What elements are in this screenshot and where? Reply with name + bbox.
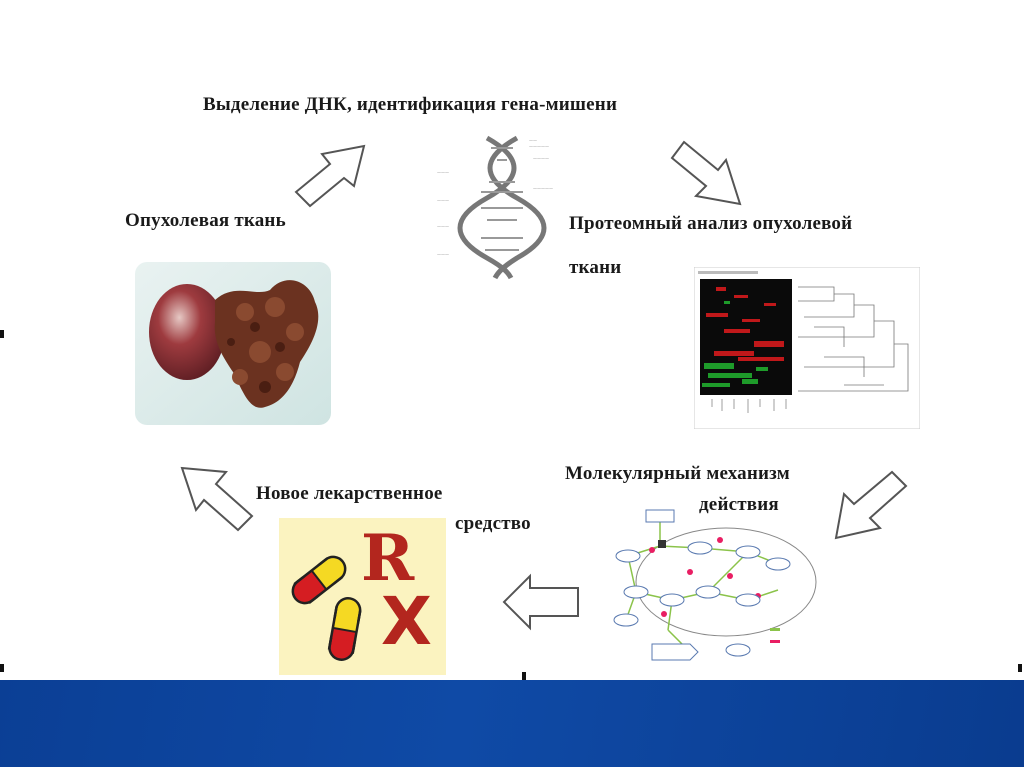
rx-drug-image: R X: [279, 518, 446, 675]
rx-letter-r: R: [361, 521, 415, 596]
footer-band: [0, 680, 1024, 767]
dna-isolation-label: Выделение ДНК, идентификация гена-мишени: [203, 94, 618, 115]
svg-text:———: ———: [437, 252, 449, 257]
capsule-2-icon: [327, 597, 362, 661]
svg-text:———: ———: [437, 198, 449, 203]
edge-mark: [0, 664, 4, 672]
edge-mark: [522, 672, 526, 680]
arrow-left-icon: [502, 573, 579, 631]
slide: Выделение ДНК, идентификация гена-мишени…: [0, 94, 1022, 680]
arrow-down-right-icon: [670, 140, 742, 206]
svg-text:———: ———: [437, 170, 449, 175]
tumor-tissue-label: Опухолевая ткань: [125, 210, 286, 231]
edge-mark: [1018, 664, 1022, 672]
molecular-mechanism-label-2: действия: [699, 494, 779, 515]
arrow-up-right-icon: [294, 144, 366, 208]
arrow-up-left-icon: [180, 466, 254, 532]
edge-mark: [0, 330, 4, 338]
new-drug-label-2: средство: [455, 513, 531, 534]
new-drug-label: Новое лекарственное: [256, 483, 443, 504]
proteomic-analysis-label-2: ткани: [569, 257, 622, 278]
tumor-tissue-photo: [135, 262, 331, 425]
svg-text:—————: —————: [529, 144, 549, 149]
proteomic-analysis-label: Протеомный анализ опухолевой: [569, 213, 853, 234]
capsule-1-icon: [291, 555, 347, 605]
dna-helix-image: ——————— ————————— —————— ——————: [437, 135, 553, 280]
arrow-down-left-icon: [834, 470, 908, 540]
rx-letter-x: X: [381, 583, 432, 660]
svg-text:——: ——: [529, 138, 537, 143]
proteomic-heatmap-image: [694, 267, 920, 429]
molecular-mechanism-label: Молекулярный механизм: [565, 463, 790, 484]
svg-text:———: ———: [437, 224, 449, 229]
molecular-pathway-diagram: [613, 509, 817, 661]
svg-text:—————: —————: [533, 186, 553, 191]
svg-text:————: ————: [533, 156, 549, 161]
